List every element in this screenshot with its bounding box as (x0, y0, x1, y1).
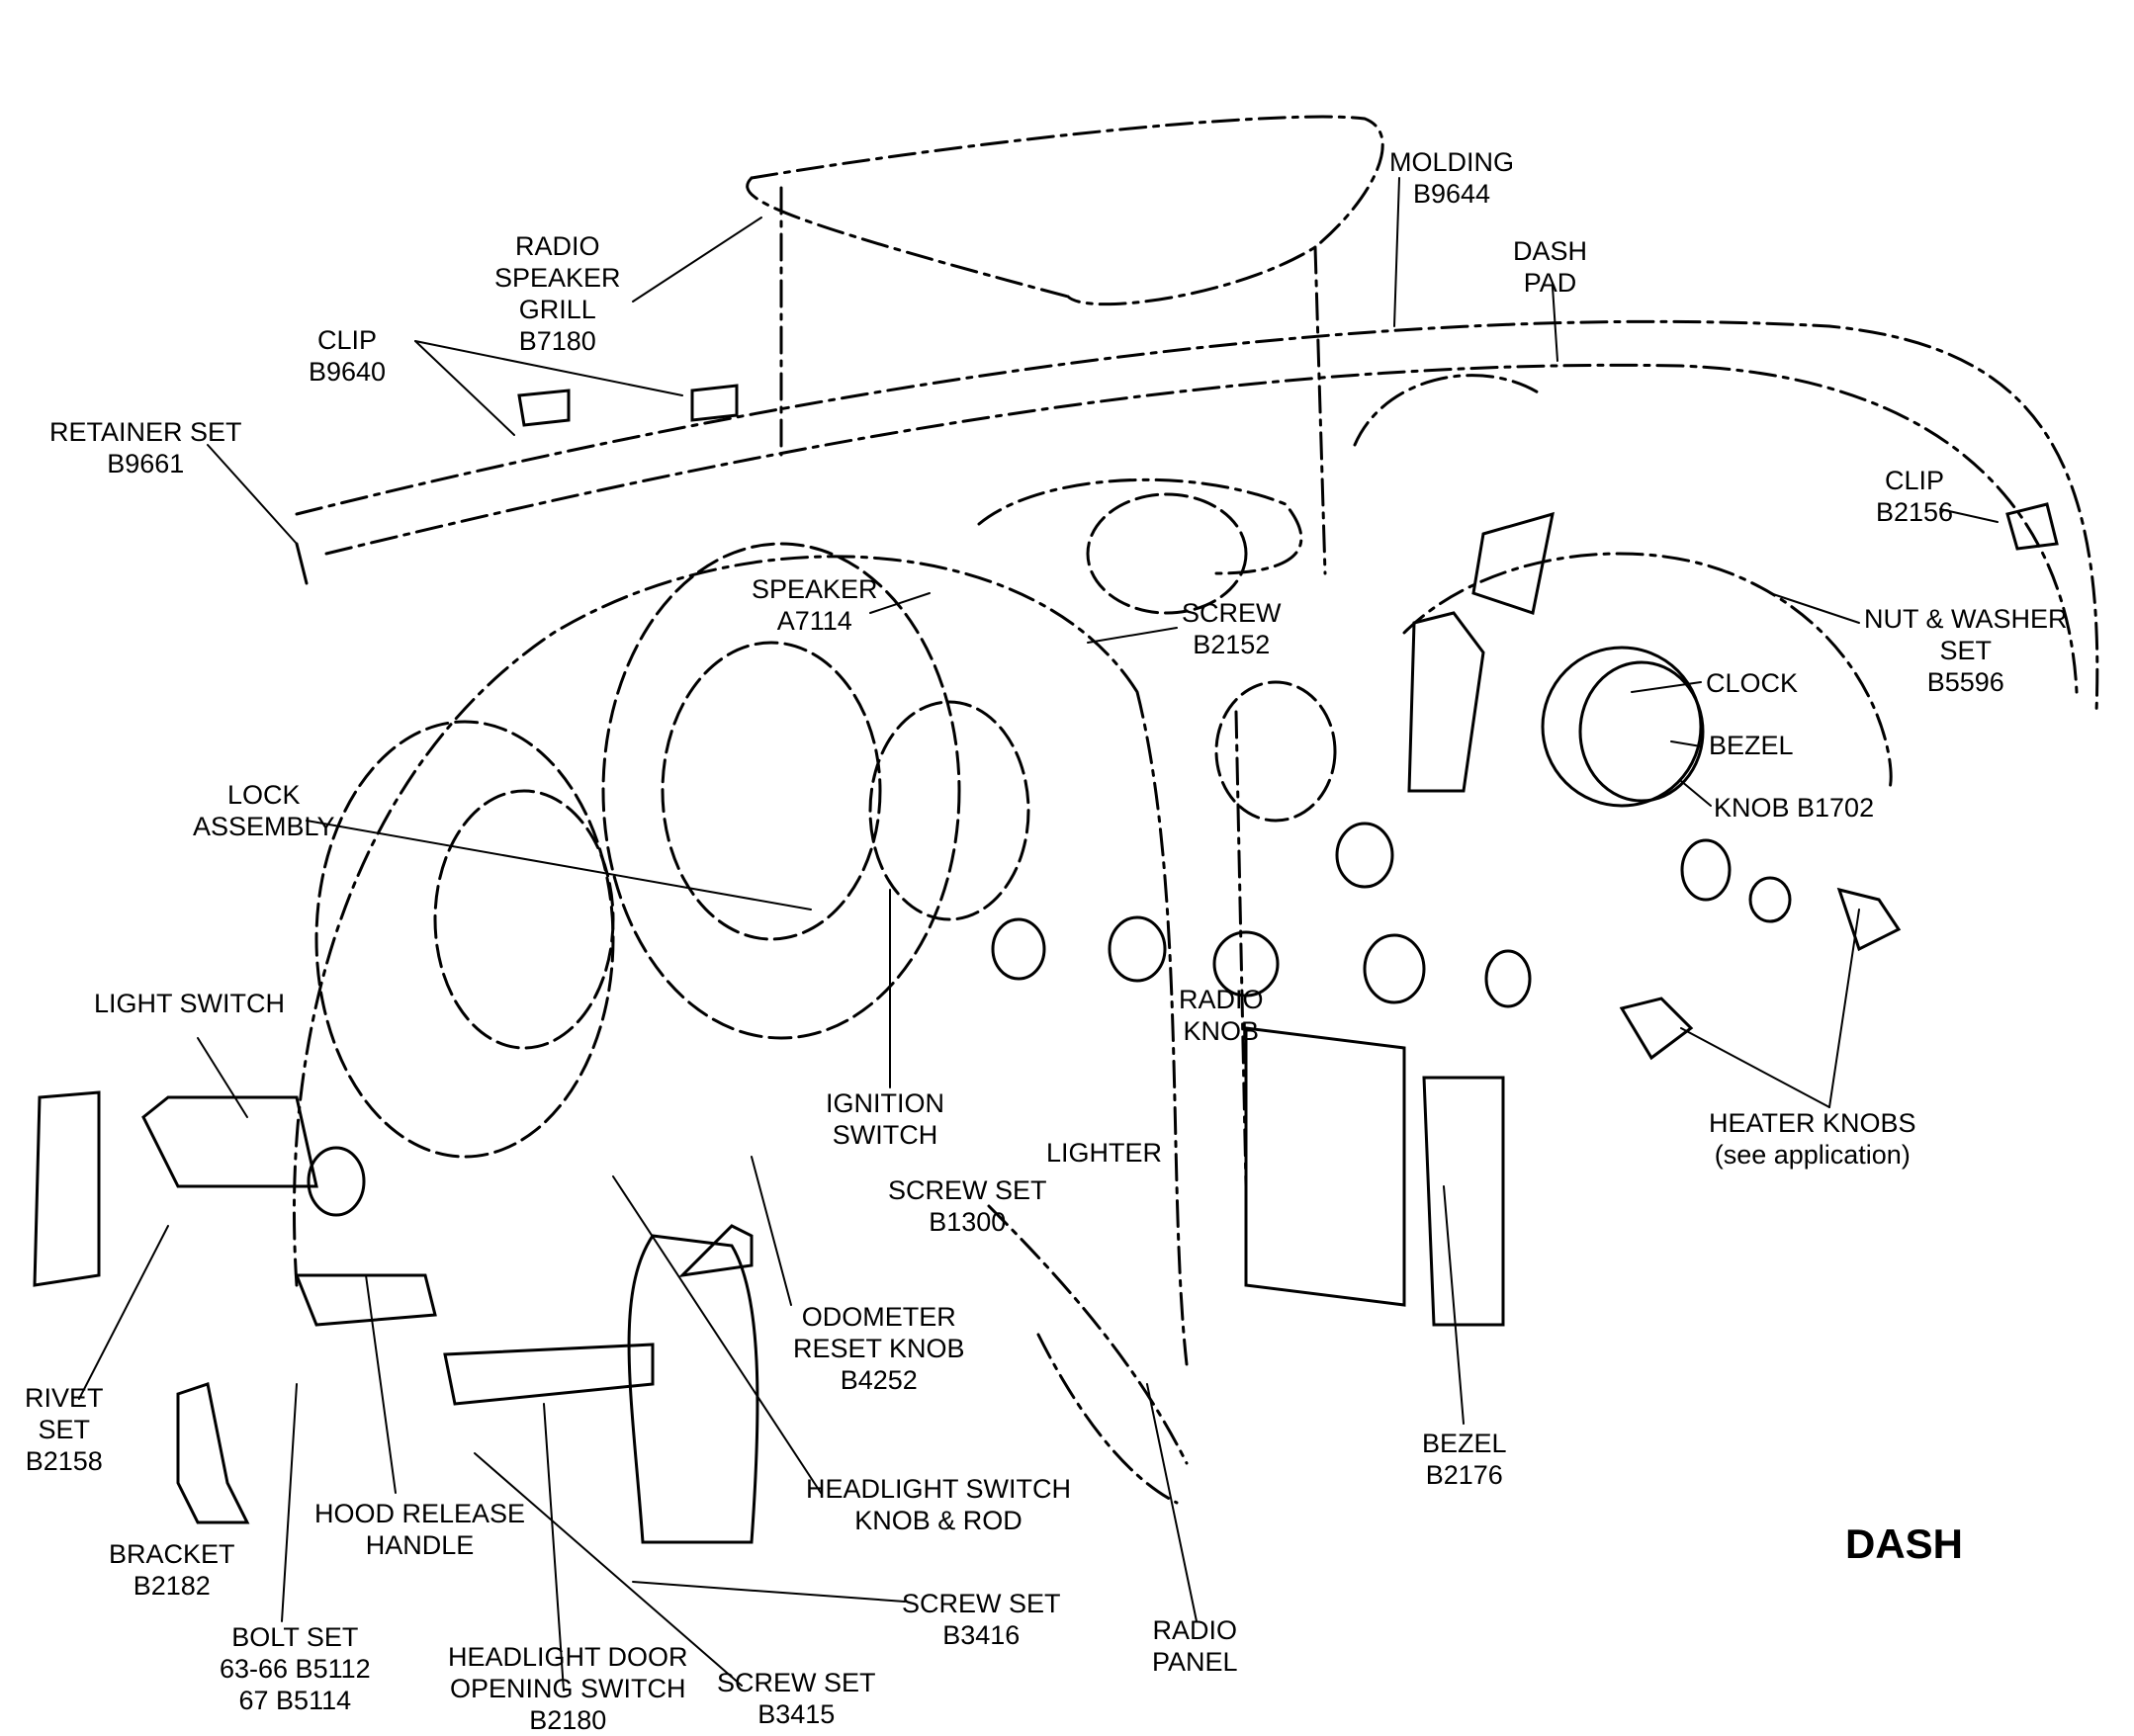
label-clock: CLOCK (1706, 668, 1799, 698)
label-heater-knobs: HEATER KNOBS(see application) (1709, 1108, 1916, 1170)
leader-lines (78, 177, 1999, 1692)
label-bezel: BEZEL (1709, 731, 1794, 760)
dash-outline (293, 115, 2099, 1505)
label-lighter: LIGHTER (1046, 1138, 1163, 1168)
label-light-switch: LIGHT SWITCH (94, 989, 286, 1018)
label-knob-b1702: KNOB B1702 (1714, 793, 1875, 823)
diagram-title: DASH (1845, 1520, 1964, 1567)
gauge-openings (314, 492, 1337, 1159)
parts-drawing (33, 384, 2059, 1544)
